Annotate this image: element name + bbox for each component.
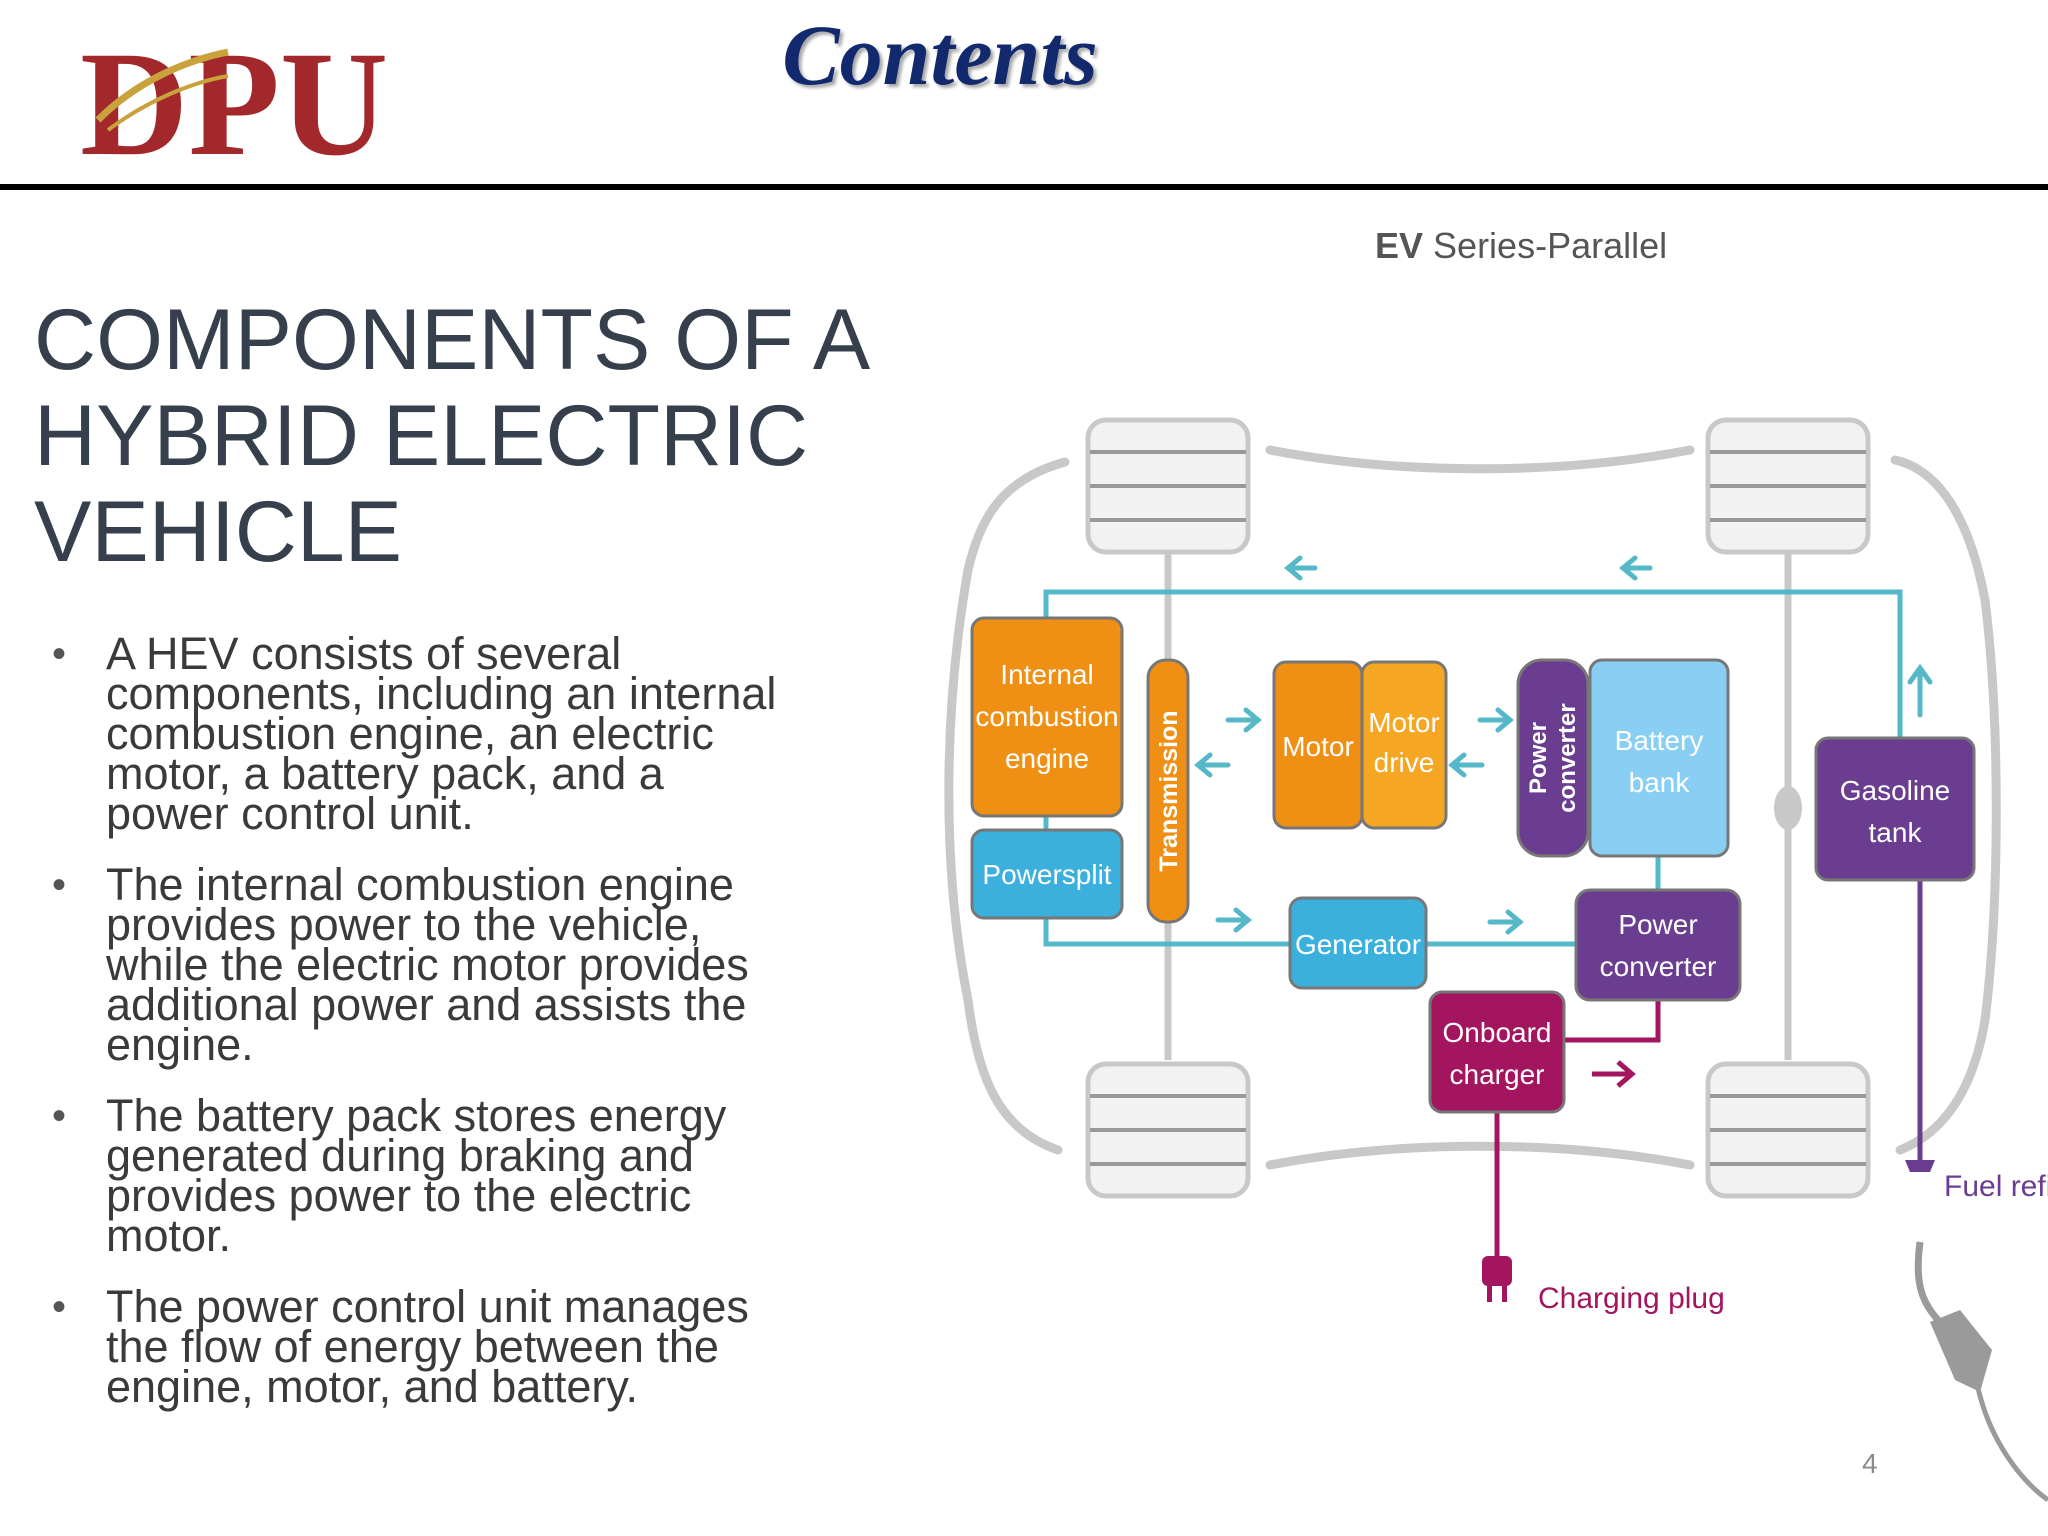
header-divider — [0, 184, 2048, 190]
bullet-line: The battery pack stores energy — [106, 1090, 727, 1141]
bullet-dot-icon: • — [52, 1285, 67, 1329]
svg-text:charger: charger — [1450, 1059, 1545, 1090]
battery-bank-block: Battery bank — [1588, 658, 1730, 858]
fuel-nozzle-icon — [1914, 1241, 2048, 1503]
wheel — [1085, 417, 1251, 555]
bullet-line: components, including an internal — [106, 668, 777, 719]
bullet-line: power control unit. — [106, 788, 474, 839]
bullet-item: • A HEV consists of several components, … — [50, 628, 880, 839]
bullet-line: provides power to the electric — [106, 1170, 692, 1221]
charge-arrow-icon — [1592, 1060, 1636, 1088]
svg-text:drive: drive — [1374, 747, 1435, 778]
bullet-line: A HEV consists of several — [106, 628, 622, 679]
logo-swoosh-icon — [95, 48, 229, 123]
bullet-line: provides power to the vehicle, — [106, 899, 702, 950]
generator-block: Generator — [1288, 896, 1428, 990]
hev-diagram: EV Series-Parallel — [944, 225, 2048, 1503]
svg-text:Power: Power — [1525, 722, 1552, 794]
power-converter-vertical-block: Power converter — [1516, 658, 1590, 858]
bullet-line: while the electric motor provides — [106, 939, 749, 990]
bullet-item: • The internal combustion engine provide… — [50, 859, 880, 1070]
svg-text:bank: bank — [1629, 767, 1691, 798]
bullet-dot-icon: • — [52, 632, 67, 676]
svg-text:combustion: combustion — [975, 701, 1118, 732]
svg-text:Gasoline: Gasoline — [1840, 775, 1951, 806]
logo-text: DPU — [80, 30, 388, 170]
vehicle-outline — [944, 445, 2001, 1170]
svg-text:converter: converter — [1554, 703, 1581, 812]
svg-text:engine: engine — [1005, 743, 1089, 774]
bullet-line: motor, a battery pack, and a — [106, 748, 664, 799]
svg-text:converter: converter — [1600, 951, 1717, 982]
svg-text:Powersplit: Powersplit — [982, 859, 1111, 890]
svg-text:Onboard: Onboard — [1443, 1017, 1552, 1048]
header-title: Contents — [782, 7, 1098, 103]
svg-text:Internal: Internal — [1000, 659, 1093, 690]
onboard-charger-block: Onboard charger — [1428, 990, 1566, 1114]
bullet-item: • The battery pack stores energy generat… — [50, 1090, 880, 1261]
axle-joint-icon — [1774, 786, 1802, 830]
wheel — [1085, 1061, 1251, 1199]
wheel — [1705, 417, 1871, 555]
charging-plug-icon — [1482, 1256, 1512, 1302]
bullet-dot-icon: • — [52, 863, 67, 907]
engine-block: Internal combustion engine — [970, 616, 1124, 818]
svg-text:Transmission: Transmission — [1155, 710, 1183, 871]
energy-flow-lines — [1043, 589, 1903, 947]
bullet-line: The power control unit manages — [106, 1281, 749, 1332]
svg-text:Generator: Generator — [1295, 929, 1421, 960]
gasoline-tank-block: Gasoline tank — [1814, 736, 1976, 882]
svg-text:Motor: Motor — [1282, 731, 1354, 762]
svg-text:Battery: Battery — [1615, 725, 1704, 756]
svg-text:tank: tank — [1869, 817, 1923, 848]
bullet-line: The internal combustion engine — [106, 859, 734, 910]
power-converter-block: Power converter — [1574, 888, 1742, 1002]
bullet-line: engine. — [106, 1019, 254, 1070]
logo-swoosh-icon — [106, 74, 229, 132]
svg-text:Power: Power — [1618, 909, 1697, 940]
bullet-dot-icon: • — [52, 1094, 67, 1138]
fuel-inlet-icon — [1905, 1160, 1935, 1172]
charger-lines — [1494, 1000, 1661, 1272]
wheel — [1705, 1061, 1871, 1199]
slide-title-line: HYBRID ELECTRIC — [34, 388, 809, 484]
slide-title: COMPONENTS OF A HYBRID ELECTRIC VEHICLE — [34, 292, 954, 580]
bullet-line: additional power and assists the — [106, 979, 747, 1030]
flow-arrow-icon — [1194, 555, 1933, 935]
bullet-list: • A HEV consists of several components, … — [50, 628, 880, 1438]
bullet-item: • The power control unit manages the flo… — [50, 1281, 880, 1412]
bullet-line: generated during braking and — [106, 1130, 694, 1181]
diagram-title: EV Series-Parallel — [1375, 225, 1667, 266]
transmission-block: Transmission — [1146, 658, 1190, 924]
slide-title-line: COMPONENTS OF A — [34, 292, 871, 388]
motor-block: Motor — [1272, 660, 1364, 830]
bullet-line: engine, motor, and battery. — [106, 1361, 639, 1412]
motor-drive-block: Motor drive — [1360, 660, 1448, 830]
fuel-refill-label: Fuel refill — [1944, 1170, 2048, 1203]
bullet-line: motor. — [106, 1210, 232, 1261]
slide-title-line: VEHICLE — [34, 484, 403, 580]
bullet-line: the flow of energy between the — [106, 1321, 719, 1372]
dpu-logo: DPU — [80, 30, 388, 170]
charging-plug-label: Charging plug — [1538, 1282, 1725, 1315]
svg-text:Motor: Motor — [1368, 707, 1440, 738]
bullet-line: combustion engine, an electric — [106, 708, 714, 759]
powersplit-block: Powersplit — [970, 828, 1124, 920]
page-number: 4 — [1862, 1448, 1878, 1479]
